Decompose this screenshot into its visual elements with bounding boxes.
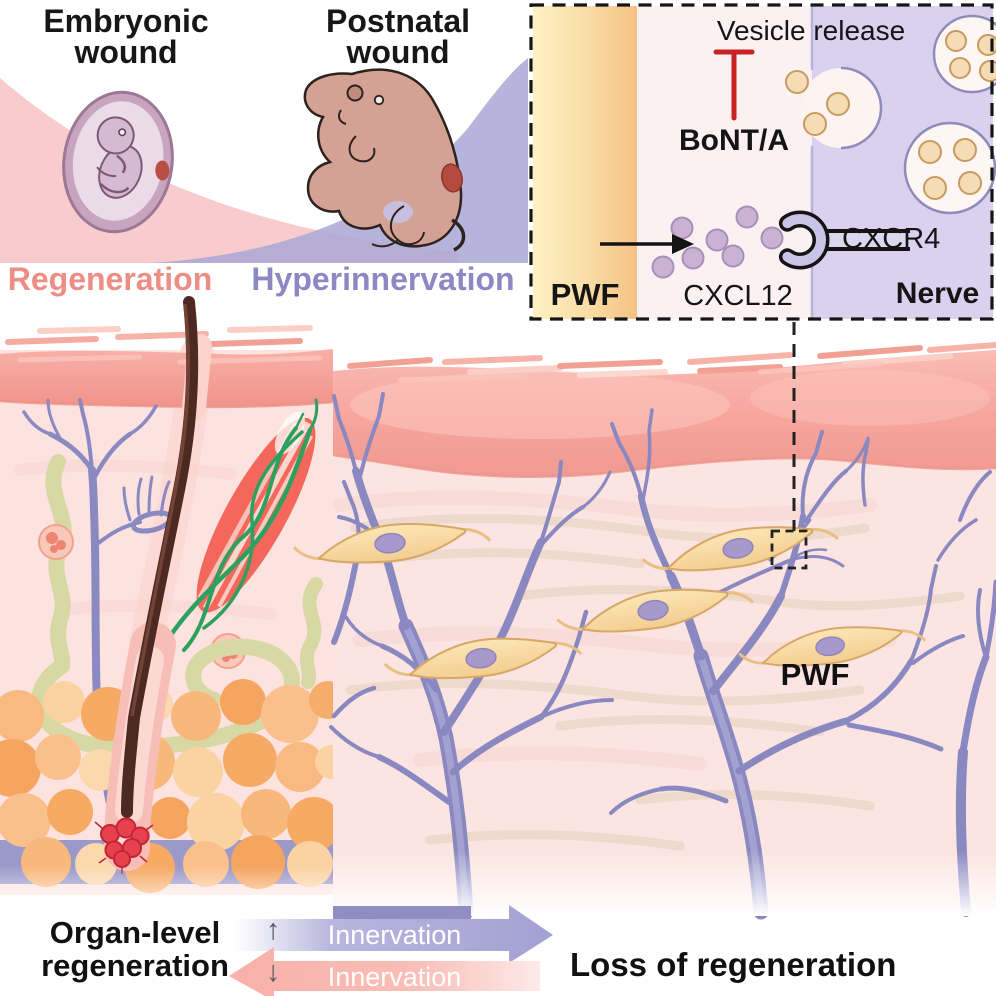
innervation-up-arrow <box>236 905 553 963</box>
down-arrow-icon: ↓ <box>266 956 281 988</box>
inset-pwf-label: PWF <box>550 277 620 312</box>
vesicle-release-label: Vesicle release <box>716 15 906 46</box>
hyperinnervation-label: Hyperinnervation <box>251 261 515 297</box>
inset-connector <box>770 322 808 570</box>
embryo-illustration <box>62 90 174 234</box>
wound-crust-flakes <box>347 342 996 383</box>
regeneration-label: Regeneration <box>7 261 213 297</box>
up-arrow-icon: ↑ <box>266 914 281 946</box>
wound-skin-panel <box>291 342 996 920</box>
immune-cell <box>38 524 74 560</box>
subcutis-strip <box>333 906 471 920</box>
cxcl12-label: CXCL12 <box>683 280 793 312</box>
secretion-arrow <box>600 234 694 254</box>
mechanism-inset <box>529 3 996 321</box>
synaptic-vesicles <box>903 14 996 215</box>
fusing-vesicle <box>785 66 883 150</box>
hair-follicle <box>94 296 199 874</box>
innervation-down-label: Innervation <box>327 962 462 992</box>
cxcr4-receptor <box>778 210 910 270</box>
inhibition-tbar-icon <box>713 49 755 121</box>
panel-pwf-label: PWF <box>780 657 850 692</box>
innervation-down-arrow <box>229 947 540 996</box>
organ-level-regeneration-label: Organ-level regeneration <box>41 915 229 983</box>
loss-of-regeneration-label: Loss of regeneration <box>570 946 897 983</box>
hair-bulb-papilla <box>94 817 154 874</box>
cxcl12-molecules <box>651 205 784 279</box>
cxcr4-label: CXCR4 <box>842 223 941 255</box>
pup-illustration <box>303 68 466 252</box>
healthy-skin-panel <box>0 296 349 920</box>
embryonic-wound-title: Embryonic wound <box>43 3 209 70</box>
nerve-label: Nerve <box>895 277 980 310</box>
postnatal-wound-title: Postnatal wound <box>325 3 471 70</box>
innervation-up-label: Innervation <box>327 920 462 950</box>
bonta-label: BoNT/A <box>679 124 789 157</box>
